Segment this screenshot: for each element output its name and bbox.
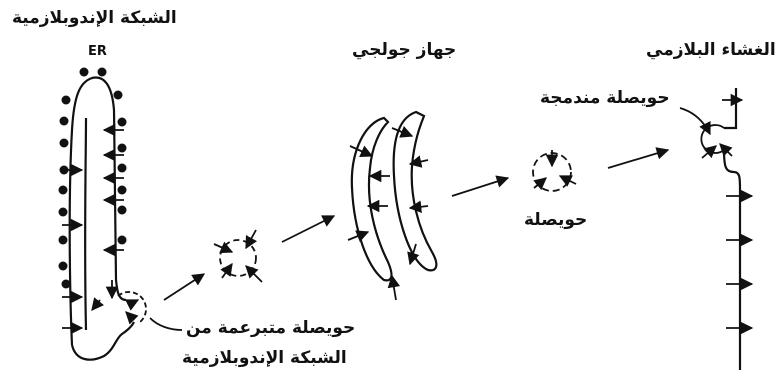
er-protein-arrows <box>62 123 124 335</box>
ribosome <box>58 261 68 271</box>
vesicle-label: حويصلة <box>524 210 588 230</box>
flow-arrow-vesicle-to-membrane <box>607 147 670 169</box>
ribosome <box>117 163 127 173</box>
plasma-membrane-label: الغشاء البلازمي <box>646 40 776 60</box>
fused-vesicle <box>700 124 733 159</box>
fused-vesicle-arrow <box>701 145 717 159</box>
ribosome <box>117 143 127 153</box>
transport-vesicle-arrow <box>558 175 577 187</box>
er-arrow <box>91 297 105 311</box>
fused-vesicle-label: حويصلة مندمجة <box>540 88 670 108</box>
ribosome <box>117 117 127 127</box>
ribosome <box>117 185 127 195</box>
transport-vesicle-arrow <box>245 229 258 250</box>
er-membrane-outline <box>68 76 135 361</box>
transport-vesicle-membrane <box>219 239 257 277</box>
budding-vesicle-pointer <box>149 317 183 331</box>
endoplasmic-reticulum <box>68 76 135 361</box>
transport-vesicle-1 <box>213 229 263 283</box>
budding-vesicle-label-line2: الشبكة الإندوبلازمية <box>182 348 347 368</box>
budding-vesicle-arrow <box>125 299 140 311</box>
fused-vesicle-pointer <box>679 107 711 136</box>
ribosome <box>59 138 69 148</box>
er-arabic-label: الشبكة الإندوبلازمية <box>12 8 177 28</box>
budding-vesicle-membrane <box>117 291 147 323</box>
er-ribosomes <box>58 67 127 289</box>
golgi-arrow <box>347 230 370 243</box>
golgi-arrow <box>391 125 414 138</box>
ribosome <box>61 279 71 289</box>
ribosome <box>59 116 69 126</box>
transport-vesicle-arrow <box>245 265 263 283</box>
transport-vesicle-arrow <box>220 262 233 279</box>
golgi-arrow <box>349 145 374 158</box>
plasma-membrane-lower <box>722 149 742 370</box>
fused-vesicle-arrow <box>719 143 733 157</box>
golgi-protein-arrows <box>347 125 429 301</box>
transport-vesicle-arrow <box>533 177 547 191</box>
ribosome <box>117 235 127 245</box>
transport-vesicle-arrow <box>213 241 234 254</box>
golgi-apparatus <box>350 110 438 282</box>
ribosome <box>117 205 127 215</box>
transport-flow-arrows <box>163 147 670 301</box>
flow-arrow-er-to-vesicle <box>163 273 206 301</box>
golgi-label: جهاز جولجي <box>352 40 457 60</box>
ribosome <box>113 90 123 100</box>
budding-vesicle-label-line1: حويصلة متبرعمة من <box>186 318 356 338</box>
transport-vesicle-2 <box>532 150 577 192</box>
plasma-membrane-proteins <box>722 93 754 335</box>
ribosome <box>97 67 107 77</box>
golgi-arrow <box>408 155 429 168</box>
ribosome <box>61 95 71 105</box>
golgi-arrow <box>387 274 401 301</box>
ribosome <box>79 67 89 77</box>
budding-vesicle <box>117 291 147 325</box>
golgi-arrow <box>408 200 429 214</box>
flow-arrow-golgi-to-vesicle <box>451 175 510 197</box>
ribosome <box>58 207 68 217</box>
budding-vesicle-arrow <box>125 311 139 325</box>
ribosome <box>58 185 68 195</box>
flow-arrow-vesicle-to-golgi <box>281 215 336 243</box>
plasma-membrane-upper <box>724 88 738 130</box>
golgi-cisterna-1 <box>350 116 393 282</box>
golgi-arrow <box>407 243 420 266</box>
er-abbrev-label: ER <box>88 44 107 59</box>
ribosome <box>58 235 68 245</box>
